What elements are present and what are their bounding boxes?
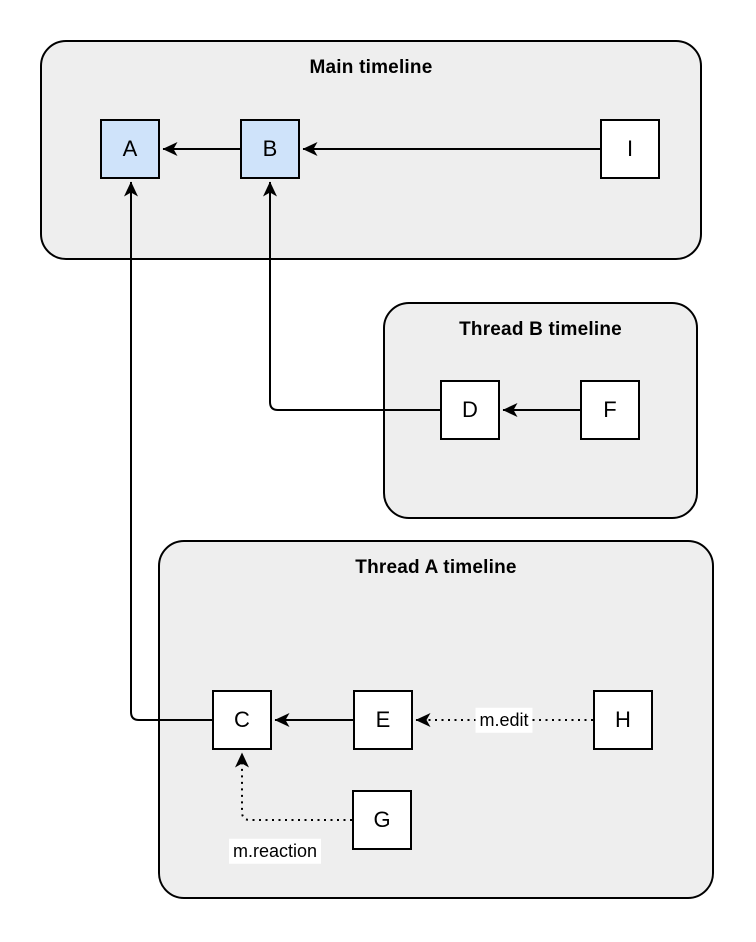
node-e-label: E <box>375 707 391 732</box>
node-i-label: I <box>626 136 634 161</box>
node-event-e: E <box>353 690 413 750</box>
node-event-g: G <box>352 790 412 850</box>
container-thread-b-timeline: Thread B timeline <box>383 302 698 519</box>
main-timeline-title: Main timeline <box>309 57 433 78</box>
node-a-label: A <box>122 136 138 161</box>
node-f-label: F <box>603 397 617 422</box>
node-event-a: A <box>100 119 160 179</box>
node-event-d: D <box>440 380 500 440</box>
node-event-h: H <box>593 690 653 750</box>
edge-label-m-reaction: m.reaction <box>228 838 322 864</box>
node-event-i: I <box>600 119 660 179</box>
thread-a-timeline-title: Thread A timeline <box>355 557 517 578</box>
node-h-label: H <box>615 707 631 732</box>
edge-label-m-edit: m.edit <box>475 707 533 733</box>
node-g-label: G <box>373 807 391 832</box>
node-event-b: B <box>240 119 300 179</box>
node-event-f: F <box>580 380 640 440</box>
node-c-label: C <box>234 707 250 732</box>
node-d-label: D <box>462 397 478 422</box>
node-event-c: C <box>212 690 272 750</box>
thread-b-timeline-title: Thread B timeline <box>459 319 622 340</box>
node-b-label: B <box>262 136 278 161</box>
